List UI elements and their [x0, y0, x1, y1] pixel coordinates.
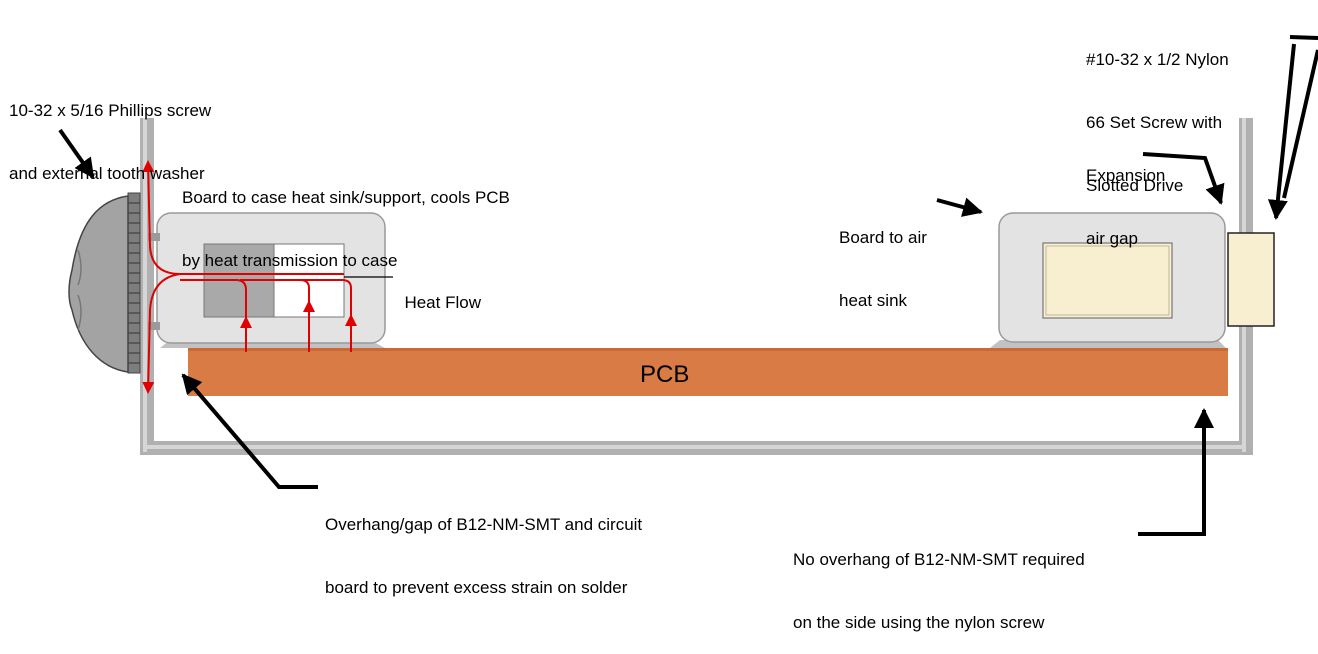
label-line: Expansion [1086, 166, 1166, 185]
label-phillips-screw: 10-32 x 5/16 Phillips screw and external… [9, 58, 211, 205]
label-no-overhang: No overhang of B12-NM-SMT required on th… [793, 507, 1085, 654]
label-line: No overhang of B12-NM-SMT required [793, 550, 1085, 569]
label-pcb: PCB [640, 361, 690, 388]
pcb-board [188, 348, 1228, 396]
label-line: Heat Flow [404, 293, 481, 312]
label-board-to-air: Board to air heat sink [839, 185, 927, 332]
label-line: 10-32 x 5/16 Phillips screw [9, 101, 212, 120]
label-line: #10-32 x 1/2 Nylon [1086, 50, 1229, 69]
label-line: and external tooth washer [9, 164, 205, 183]
label-line: by heat transmission to case [182, 251, 398, 270]
label-line: Overhang/gap of B12-NM-SMT and circuit [325, 515, 643, 534]
label-line: 66 Set Screw with [1086, 113, 1223, 132]
label-line: on the side using the nylon screw [793, 613, 1045, 632]
diagram: 10-32 x 5/16 Phillips screw and external… [9, 7, 1318, 632]
right-heatsink [990, 212, 1226, 348]
label-line: air gap [1086, 229, 1138, 248]
label-nylon-set-screw: #10-32 x 1/2 Nylon 66 Set Screw with Slo… [1086, 7, 1229, 217]
label-line: Board to case heat sink/support, cools P… [182, 188, 510, 207]
label-expansion-gap: Expansion air gap [1086, 123, 1165, 270]
label-line: Board to air [839, 228, 927, 247]
label-overhang: Overhang/gap of B12-NM-SMT and circuit b… [325, 472, 642, 619]
phillips-screw [68, 192, 160, 374]
leader-lines [58, 35, 1318, 536]
label-heat-flow: Heat Flow [395, 271, 481, 313]
heat-flow-lines [142, 160, 357, 394]
nylon-set-screw [1227, 232, 1275, 327]
label-line: Slotted Drive [1086, 176, 1184, 195]
diagram-graphic [58, 35, 1318, 536]
label-line: heat sink [839, 291, 908, 310]
label-heat-sink-case: Board to case heat sink/support, cools P… [182, 145, 510, 292]
label-line: board to prevent excess strain on solder [325, 578, 628, 597]
